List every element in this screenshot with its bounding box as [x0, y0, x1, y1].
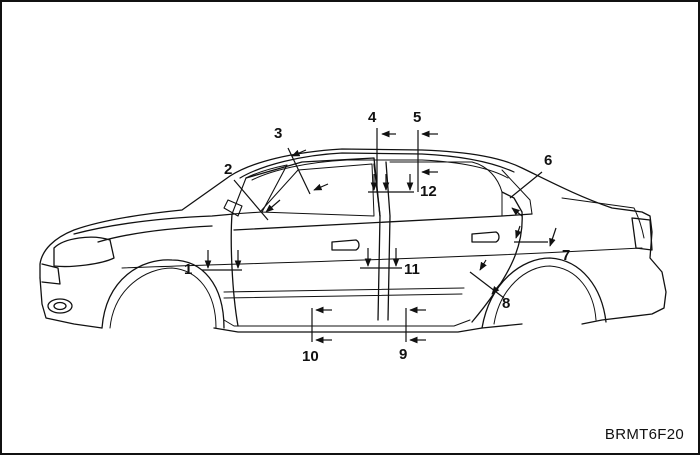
- rear-wheel-arch: [481, 257, 607, 329]
- hood-line: [73, 213, 235, 235]
- callout-9: 9: [399, 346, 407, 363]
- front-window: [259, 163, 375, 217]
- callout-leaders: [202, 128, 557, 344]
- grille: [41, 263, 61, 285]
- callout-3: 3: [274, 125, 282, 142]
- callout-11: 11: [404, 261, 420, 278]
- tail-light: [631, 217, 653, 251]
- windshield: [231, 164, 288, 215]
- side-molding: [223, 287, 465, 293]
- trunk-lid: [561, 197, 645, 239]
- callout-1: 1: [184, 261, 192, 278]
- rocker-panel: [213, 323, 523, 333]
- rear-door-handle: [471, 231, 500, 243]
- rear-window: [389, 161, 503, 217]
- body-outline: [39, 148, 667, 325]
- front-wheel-arch: [101, 259, 225, 329]
- callout-10: 10: [302, 348, 319, 365]
- callout-7: 7: [562, 247, 570, 264]
- headlight: [53, 236, 115, 268]
- callout-5: 5: [413, 109, 421, 126]
- side-mirror: [223, 199, 243, 217]
- rear-door: [471, 191, 523, 323]
- front-door-handle: [331, 239, 360, 251]
- callout-8: 8: [502, 295, 510, 312]
- callout-12: 12: [420, 183, 437, 200]
- front-bumper: [39, 277, 103, 329]
- belt-line: [233, 213, 533, 231]
- fog-light: [47, 298, 73, 314]
- car-body: [39, 148, 667, 333]
- roof-trim: [239, 152, 515, 179]
- callout-6: 6: [544, 152, 552, 169]
- b-pillar: [373, 161, 391, 321]
- callout-2: 2: [224, 161, 232, 178]
- figure-code: BRMT6F20: [604, 426, 684, 443]
- callout-4: 4: [368, 109, 377, 126]
